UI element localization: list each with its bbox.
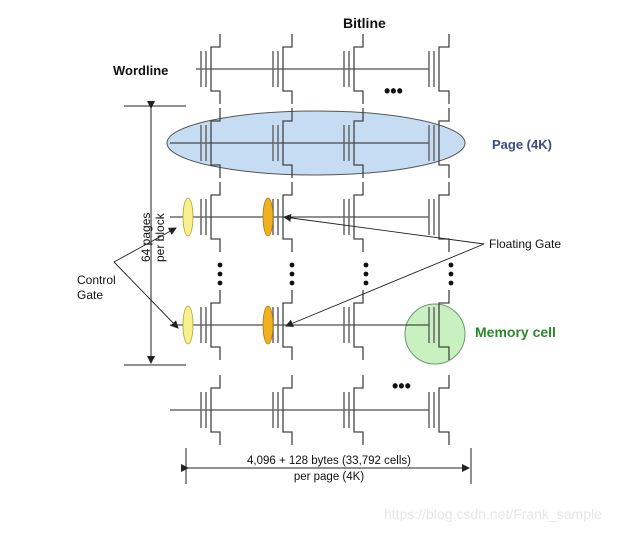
floating-gate-arrow-bottom	[285, 243, 485, 328]
transistor-channel	[282, 34, 293, 104]
transistor-channel	[438, 290, 450, 360]
wordline-label: Wordline	[113, 63, 168, 78]
vertical-ellipsis-dot	[363, 271, 369, 277]
control-gate-label-1: Control	[77, 273, 116, 287]
transistor-array	[170, 34, 450, 445]
memory-cell-label: Memory cell	[475, 324, 556, 340]
page-size-label-2: per page (4K)	[294, 471, 364, 483]
transistor-channel	[438, 34, 450, 104]
vertical-ellipsis-dot	[217, 262, 223, 268]
control-gate-label-2: Gate	[77, 288, 103, 302]
page-label: Page (4K)	[492, 137, 552, 152]
transistor-channel	[353, 182, 364, 252]
vertical-ellipsis-dot	[217, 271, 223, 277]
vertical-ellipsis-dot	[363, 280, 369, 286]
transistor-channel	[353, 108, 364, 178]
control-gate-ellipse	[182, 197, 194, 237]
vertical-ellipsis-dot	[448, 262, 454, 268]
control-gate-arrow-top	[113, 227, 177, 263]
control-gate-ellipse	[182, 305, 194, 345]
transistor-channel	[353, 375, 364, 445]
page-size-label-1: 4,096 + 128 bytes (33,792 cells)	[247, 455, 411, 467]
vertical-ellipsis-dot	[363, 262, 369, 268]
floating-gate-ellipse	[262, 305, 274, 345]
transistor-channel	[210, 375, 221, 445]
transistor-channel	[210, 34, 221, 104]
memory-cell-highlight	[404, 303, 466, 365]
floating-gate-label: Floating Gate	[489, 237, 561, 251]
vertical-ellipsis-dot	[289, 280, 295, 286]
transistor-channel	[438, 375, 450, 445]
vertical-ellipsis-dot	[217, 280, 223, 286]
transistor-channel	[353, 290, 364, 360]
transistor-channel	[210, 182, 221, 252]
bitline-label: Bitline	[343, 15, 386, 31]
horizontal-ellipsis-bottom: •••	[392, 376, 411, 396]
pages-per-block-label-1: 64 pages	[139, 213, 153, 262]
vertical-ellipsis-dot	[289, 271, 295, 277]
transistor-channel	[210, 290, 221, 360]
floating-gate-ellipse	[262, 197, 274, 237]
watermark: https://blog.csdn.net/Frank_sample	[384, 506, 602, 522]
vertical-ellipsis-dot	[448, 280, 454, 286]
vertical-ellipsis-dot	[289, 262, 295, 268]
transistor-channel	[282, 375, 293, 445]
vertical-ellipsis-dot	[448, 271, 454, 277]
transistor-channel	[282, 182, 293, 252]
vertical-ellipsis-group	[217, 262, 454, 286]
transistor-channel	[438, 182, 450, 252]
floating-gate-arrow-top	[283, 213, 485, 245]
horizontal-ellipsis-top: •••	[384, 81, 403, 101]
transistor-channel	[353, 34, 364, 104]
transistor-channel	[438, 108, 450, 178]
transistor-channel	[282, 108, 293, 178]
transistor-channel	[282, 290, 293, 360]
transistor-channel	[210, 108, 221, 178]
control-gate-arrow-bottom	[113, 261, 179, 329]
